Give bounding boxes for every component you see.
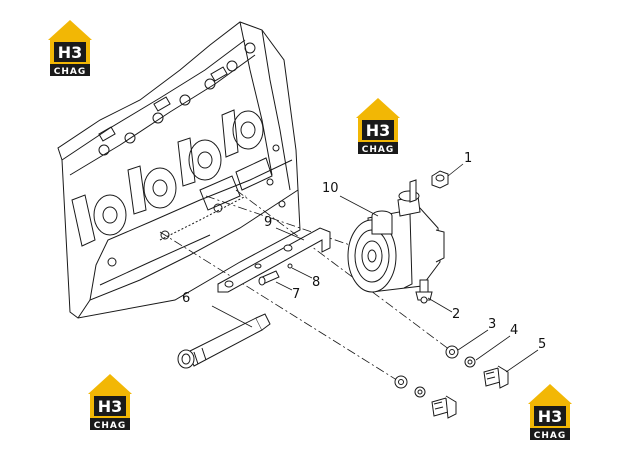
engine-block-illustration: [57, 21, 301, 319]
callout-4: 4: [510, 323, 518, 338]
small-bolt-part: [258, 270, 280, 286]
svg-text:H3: H3: [98, 397, 123, 416]
filter-housing-part: [347, 179, 445, 293]
callout-6: 6: [182, 291, 190, 306]
mounting-bracket-part: [217, 227, 331, 293]
leader-lines: [211, 163, 539, 373]
svg-text:CHAG: CHAG: [534, 431, 567, 441]
callout-1: 1: [464, 151, 472, 166]
callout-5: 5: [538, 337, 546, 352]
svg-text:CHAG: CHAG: [94, 421, 127, 431]
lower-hex-bolt-part: [431, 395, 457, 419]
callout-10: 10: [322, 181, 339, 196]
washer-part: [445, 345, 459, 359]
brand-logo-icon: H3 CHAG: [356, 98, 400, 155]
lock-washer-part: [464, 356, 476, 368]
brand-logo-icon: H3 CHAG: [528, 384, 572, 441]
svg-text:CHAG: CHAG: [362, 145, 395, 155]
svg-text:H3: H3: [538, 407, 563, 426]
svg-text:H3: H3: [366, 121, 391, 140]
callout-3: 3: [488, 317, 496, 332]
brand-logo-icon: H3 CHAG: [88, 374, 132, 431]
hex-bolt-part: [483, 365, 509, 389]
callout-7: 7: [292, 287, 300, 302]
lower-washer-part: [394, 375, 426, 398]
callout-8: 8: [312, 275, 320, 290]
pin-part: [287, 263, 293, 269]
hex-nut-part: [431, 170, 449, 189]
svg-text:H3: H3: [58, 43, 83, 62]
svg-text:CHAG: CHAG: [54, 67, 87, 77]
callout-2: 2: [452, 307, 460, 322]
brand-logo-icon: H3 CHAG: [48, 20, 92, 77]
long-tube-part: [177, 313, 271, 369]
callout-9: 9: [264, 215, 272, 230]
